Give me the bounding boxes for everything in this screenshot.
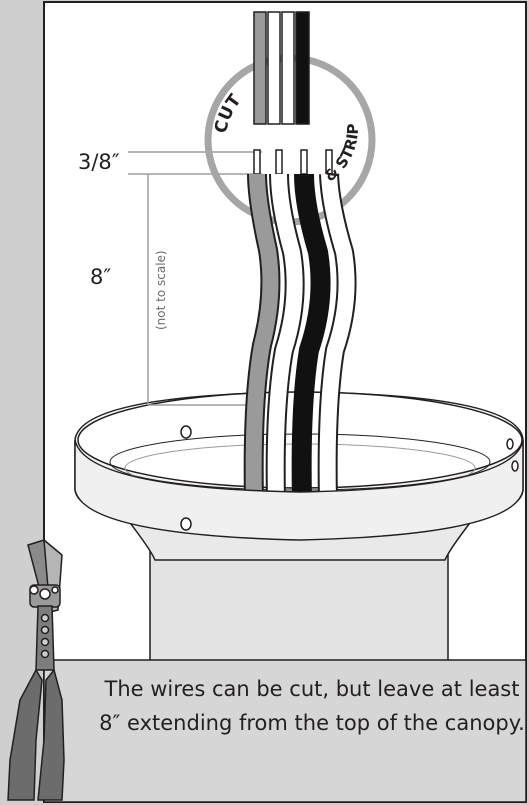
- dimension-label-long: 8″: [90, 265, 112, 289]
- dimension-label-short: 3/8″: [78, 150, 120, 174]
- canopy-screw-holes: [180, 425, 519, 531]
- canopy-wires: [243, 173, 357, 501]
- caption-text: The wires can be cut, but leave at least…: [99, 677, 525, 735]
- dimension-lines: [128, 151, 262, 406]
- stripped-wire-ends: [253, 149, 333, 175]
- incoming-wires: [253, 11, 310, 125]
- wire-stripper-pliers-icon: [7, 538, 65, 801]
- canopy-rim-front: [74, 439, 524, 541]
- not-to-scale-label: (not to scale): [154, 250, 168, 330]
